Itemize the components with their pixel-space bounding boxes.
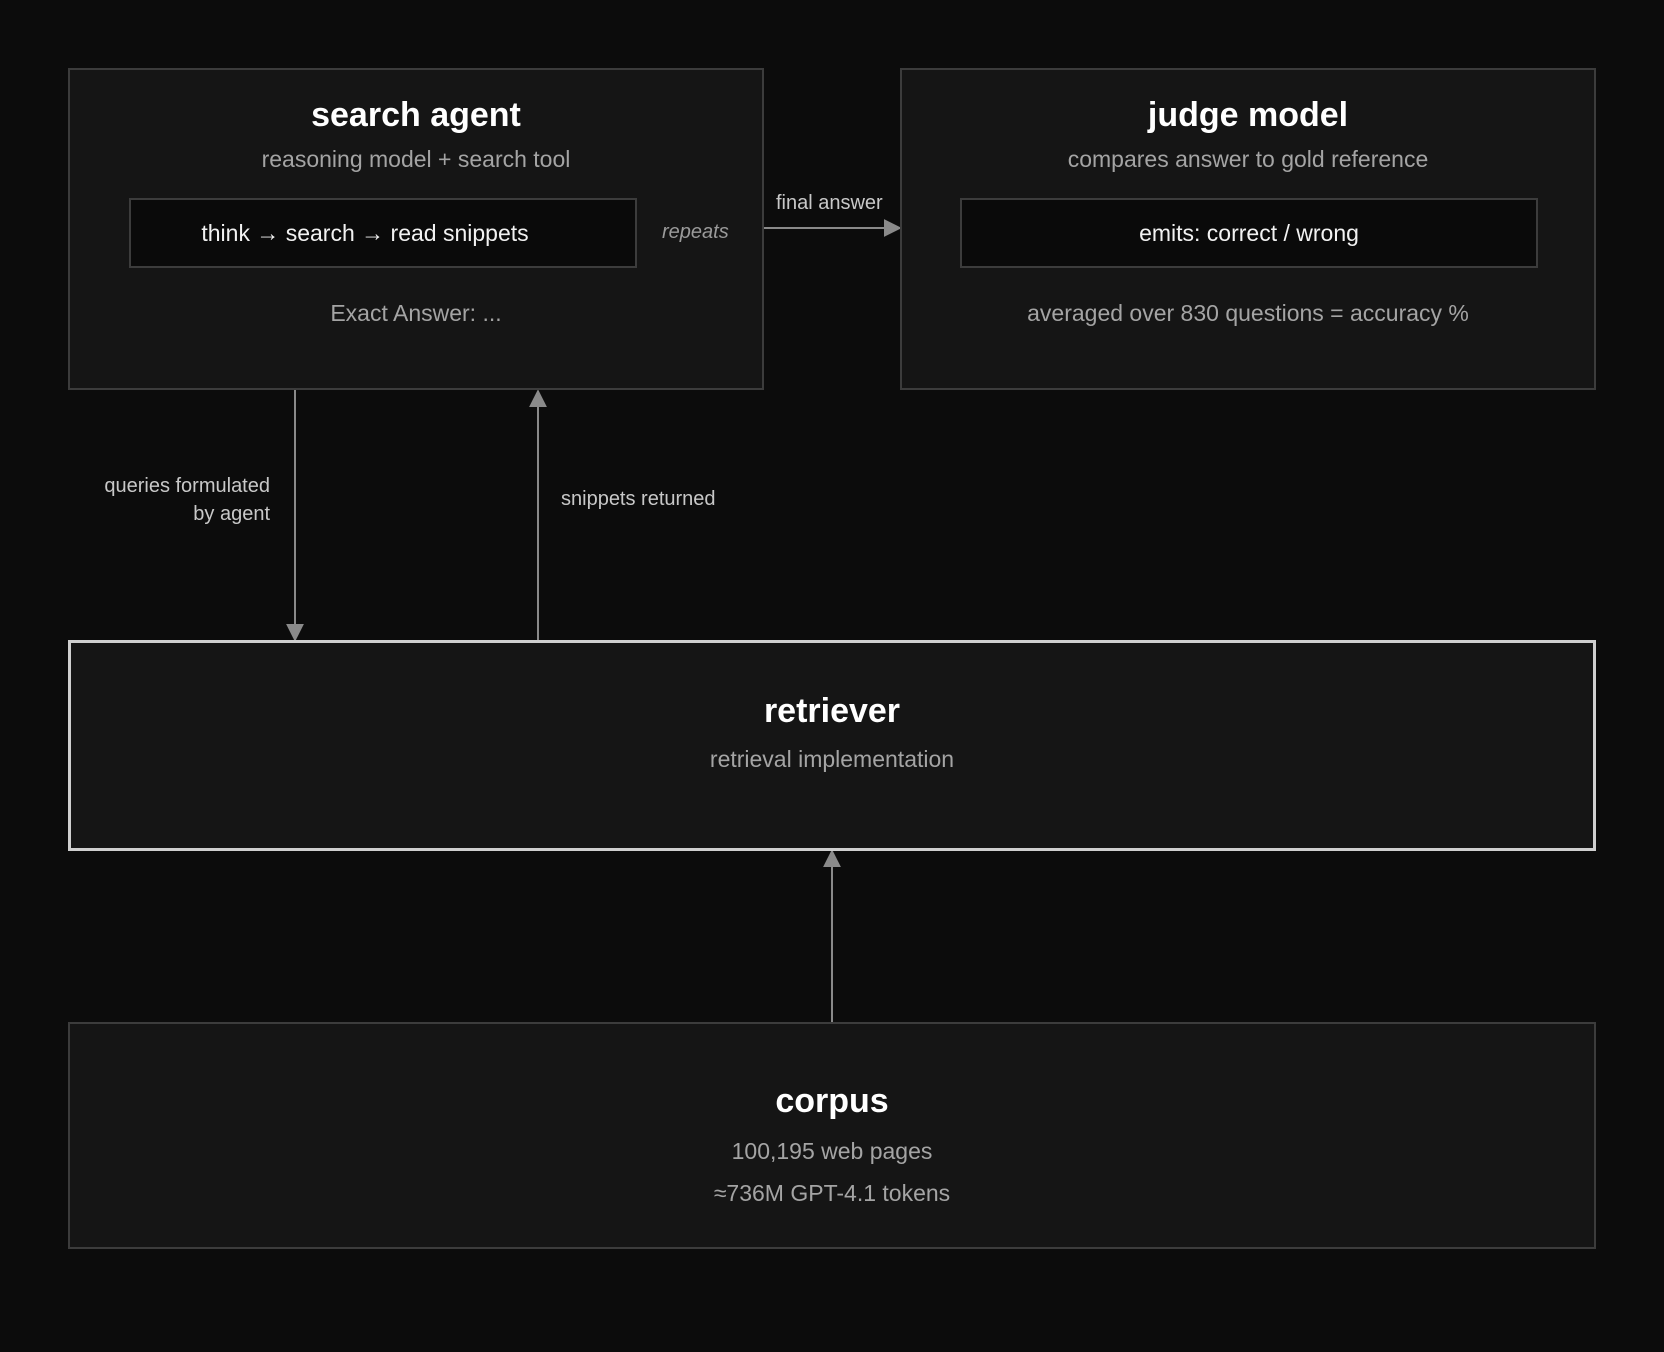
corpus-title: corpus — [775, 1082, 889, 1120]
judge-model-subtitle: compares answer to gold reference — [1067, 146, 1429, 172]
emits-text: emits: correct / wrong — [1139, 220, 1359, 246]
judge-model-title: judge model — [1147, 96, 1349, 134]
accuracy-summary-text: averaged over 830 questions = accuracy % — [1027, 300, 1469, 326]
final-answer-label: final answer — [776, 192, 883, 214]
repeats-label: repeats — [662, 221, 729, 243]
agent-loop-text: think → search → read snippets — [201, 220, 529, 246]
retriever-title: retriever — [763, 692, 901, 730]
corpus-pages-text: 100,195 web pages — [731, 1138, 933, 1164]
search-agent-box: search agent reasoning model + search to… — [68, 68, 764, 390]
agent-loop-box: think → search → read snippets — [129, 198, 637, 268]
queries-label: queries formulated by agent — [80, 472, 270, 528]
retriever-box: retriever retrieval implementation — [68, 640, 1596, 851]
judge-model-box: judge model compares answer to gold refe… — [900, 68, 1596, 390]
emits-box: emits: correct / wrong — [960, 198, 1538, 268]
exact-answer-text: Exact Answer: ... — [330, 300, 502, 326]
retriever-subtitle: retrieval implementation — [709, 746, 955, 772]
corpus-box: corpus 100,195 web pages ≈736M GPT-4.1 t… — [68, 1022, 1596, 1249]
queries-label-line1: queries formulated — [104, 475, 270, 497]
queries-label-line2: by agent — [193, 503, 270, 525]
search-agent-title: search agent — [311, 96, 521, 134]
corpus-tokens-text: ≈736M GPT-4.1 tokens — [713, 1180, 951, 1206]
search-agent-subtitle: reasoning model + search tool — [261, 146, 571, 172]
snippets-returned-label: snippets returned — [561, 488, 716, 510]
